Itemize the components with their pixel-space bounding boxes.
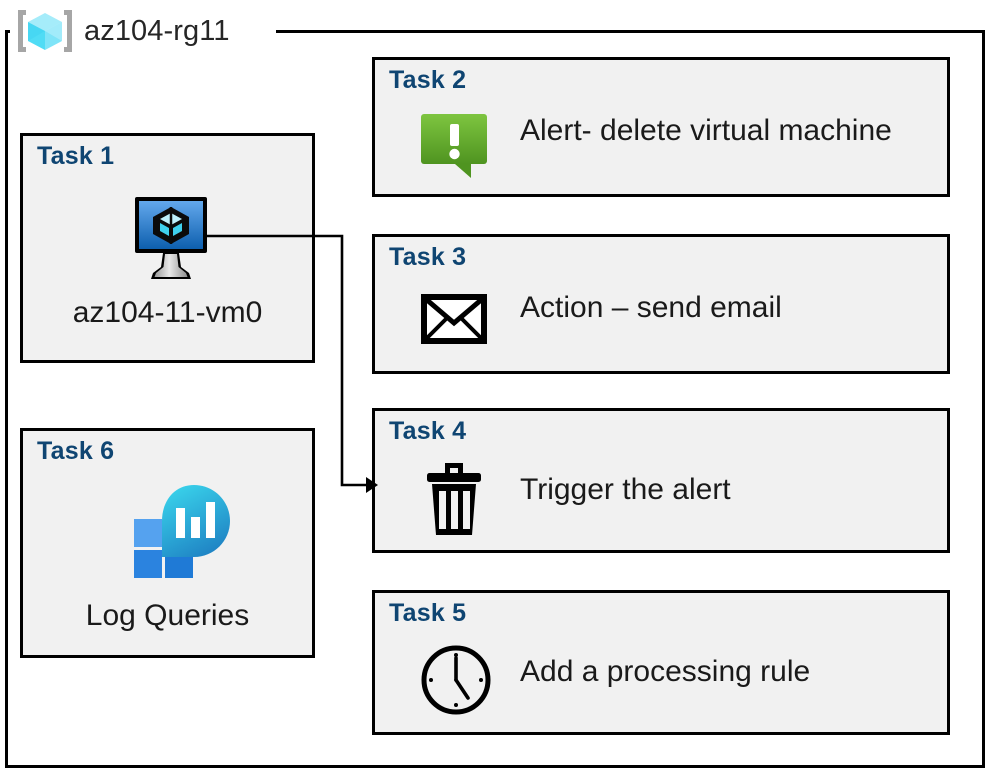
task-card-2[interactable]: Task 2 Alert- delete virtual machine <box>372 57 950 197</box>
task-card-6[interactable]: Task 6 Log Queries <box>20 428 315 658</box>
virtual-machine-icon <box>135 197 207 279</box>
task-card-6-title: Task 6 <box>37 437 115 465</box>
trash-can-icon <box>427 463 481 535</box>
task-card-2-label: Alert- delete virtual machine <box>520 114 892 147</box>
task-card-4-title: Task 4 <box>389 417 467 445</box>
clock-icon <box>421 645 491 715</box>
task-card-1-title: Task 1 <box>37 142 115 170</box>
task-card-3-label: Action – send email <box>520 291 782 324</box>
task-card-5-label: Add a processing rule <box>520 655 811 688</box>
log-analytics-icon <box>134 485 230 578</box>
task-card-3[interactable]: Task 3 Action – send email <box>372 234 950 374</box>
task-card-4[interactable]: Task 4 Trigger the alert <box>372 408 950 553</box>
task-card-2-title: Task 2 <box>389 66 467 94</box>
envelope-icon <box>421 294 487 344</box>
task-card-1-label: az104-11-vm0 <box>72 296 263 329</box>
resource-group-cube-icon <box>18 10 72 52</box>
task-card-1[interactable]: Task 1 az104-11-vm0 <box>20 133 315 363</box>
alert-exclamation-bubble-icon <box>421 114 487 178</box>
resource-group-header: az104-rg11 <box>12 4 230 58</box>
task-card-6-label: Log Queries <box>85 599 250 632</box>
task-card-5[interactable]: Task 5 Add a processing rule <box>372 590 950 735</box>
task-card-4-label: Trigger the alert <box>520 473 731 506</box>
resource-group-name: az104-rg11 <box>84 14 230 47</box>
task-card-3-title: Task 3 <box>389 243 467 271</box>
resource-group-container <box>5 30 985 768</box>
task-card-5-title: Task 5 <box>389 599 467 627</box>
